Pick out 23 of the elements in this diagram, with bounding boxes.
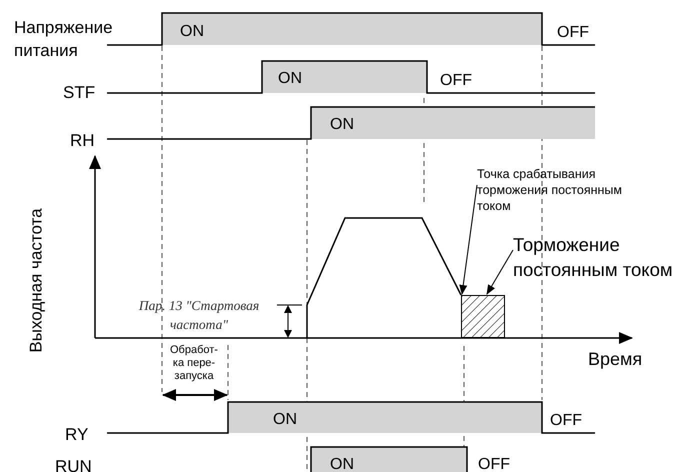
state-label: OFF — [550, 411, 582, 431]
state-label: ON — [180, 22, 204, 42]
axis-label: Время — [588, 348, 642, 371]
state-label: ON — [278, 69, 302, 89]
parameter-note: Пар. 13 "Стартовая частота" — [138, 297, 260, 334]
signal-name: RY — [65, 424, 88, 446]
leader-line — [459, 184, 478, 295]
annotation-text: Торможение постоянным током — [513, 233, 674, 282]
state-label: OFF — [478, 455, 510, 472]
signal-name: Напряжение питания — [14, 17, 114, 62]
leader-line — [486, 250, 514, 295]
signal-name: RUN — [55, 456, 92, 472]
hatched-block — [461, 295, 505, 338]
signal-name: RH — [70, 130, 95, 152]
signal-name: STF — [63, 82, 96, 104]
state-label: ON — [330, 455, 354, 472]
annotation-text: Точка срабатывания торможения постоянным током — [477, 166, 623, 214]
state-label: ON — [273, 410, 297, 430]
interval-note: Обработ- ка пере- запуска — [169, 344, 219, 383]
state-label: ON — [330, 115, 354, 135]
state-label: OFF — [440, 71, 472, 91]
state-label: OFF — [557, 23, 589, 43]
axis-label: Выходная частота — [26, 207, 46, 355]
